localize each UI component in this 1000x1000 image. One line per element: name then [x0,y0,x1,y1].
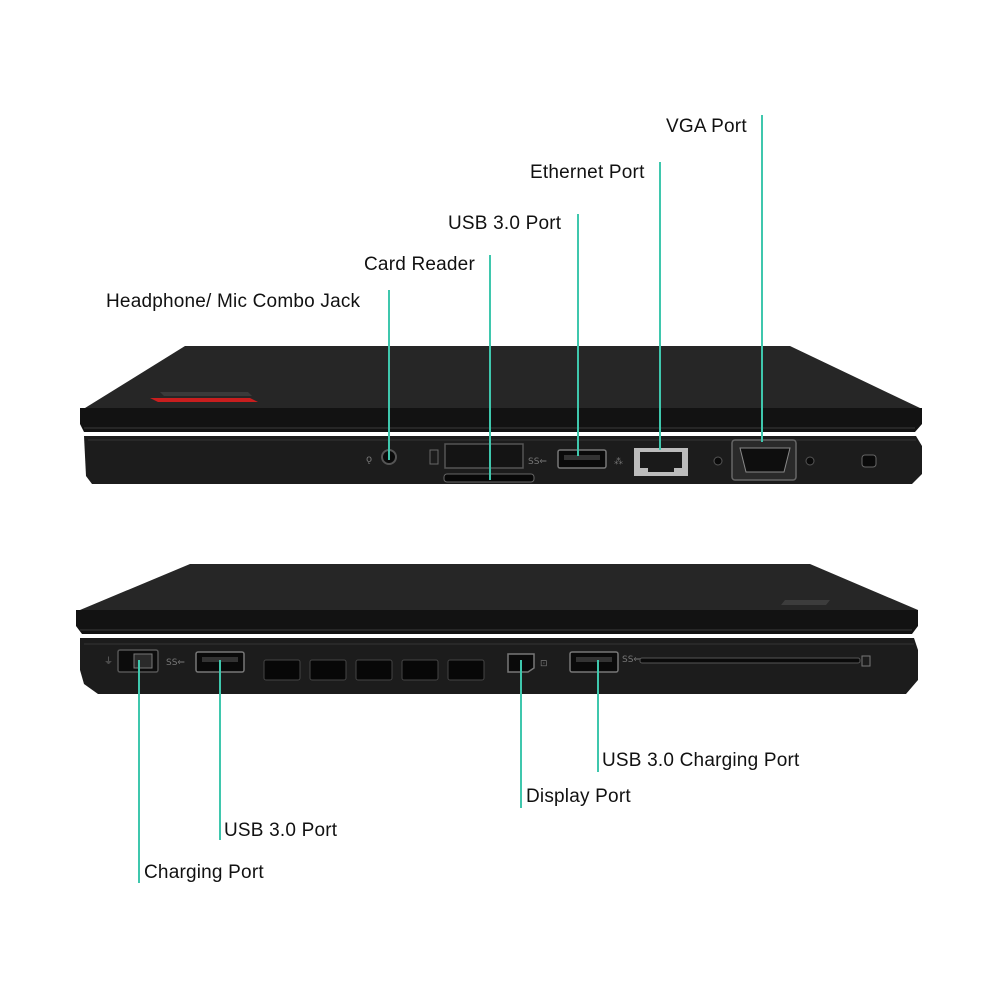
laptop-right-side-view: ⏚ SS⇐ ⊡ SS⇐ [76,564,918,694]
svg-text:SS⇐: SS⇐ [528,457,547,467]
leader-line-vga [761,115,763,442]
label-ethernet-port: Ethernet Port [530,162,645,183]
leader-line-ethernet [659,162,661,450]
label-charging-port: Charging Port [144,862,264,883]
label-usb-port-top: USB 3.0 Port [448,213,562,234]
leader-line-headphone [388,290,390,460]
leader-line-usb-bottom [219,660,221,840]
leader-line-display-port [520,660,522,808]
leader-line-charging [138,660,140,883]
vga-port [731,439,797,481]
leader-line-card-reader [489,255,491,480]
label-display-port: Display Port [526,786,631,807]
label-vga-port: VGA Port [666,116,747,137]
leader-line-usb-top [577,214,579,456]
svg-text:SS⇐: SS⇐ [622,655,641,665]
smart-card-slot [639,655,871,667]
svg-text:⏚: ⏚ [104,656,113,667]
label-usb-charging-port: USB 3.0 Charging Port [602,750,800,771]
usb-port-top: SS⇐ [528,449,607,469]
svg-text:⁂: ⁂ [614,456,623,467]
card-reader-slot [429,443,535,483]
thinkpad-logo [150,392,258,402]
label-usb-port-bottom: USB 3.0 Port [224,820,338,841]
label-card-reader: Card Reader [364,254,475,275]
svg-text:SS⇐: SS⇐ [166,658,185,668]
laptop-left-side-view: ǫ SS⇐ ⁂ [80,346,922,484]
lenovo-logo [781,600,830,605]
svg-text:ǫ: ǫ [366,454,372,465]
ethernet-port: ⁂ [614,448,688,476]
label-headphone-jack: Headphone/ Mic Combo Jack [106,291,361,312]
cooling-vents [263,659,485,681]
leader-line-usb-charging [597,660,599,772]
svg-text:⊡: ⊡ [540,659,548,669]
usb-charging-port: SS⇐ [569,651,641,673]
security-lock-slot [861,454,877,468]
